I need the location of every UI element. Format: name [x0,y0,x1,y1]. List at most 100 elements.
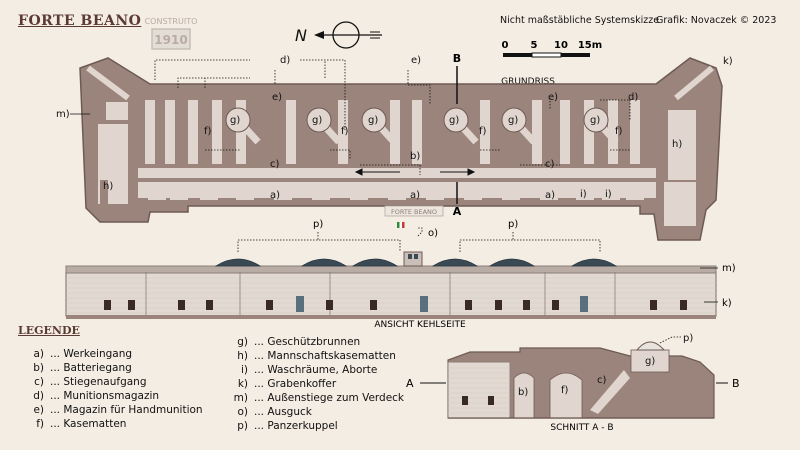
plan-cell [608,100,618,164]
legend-text: ... Waschräume, Aborte [254,364,378,376]
armored-dome [570,258,618,267]
legend-key: k) [237,378,248,390]
legend-item: f)... Kasematten [18,418,126,430]
plan-cell-rear [148,184,166,200]
label-g-1: g) [230,115,240,126]
armored-dome [214,258,262,267]
legend-key: o) [237,406,248,418]
scale-tick-15: 15m [578,40,602,51]
plaque-frame [151,28,191,50]
elevation-window [495,300,502,310]
scale-seg-3 [561,53,590,57]
compass-north-arrow: N [295,21,382,49]
plan-cell-rear [426,184,444,200]
plan-cell [212,100,222,164]
legend-item: a)... Werkeingang [18,348,132,360]
corridor-arrows [354,168,476,176]
legend-item: p)... Panzerkuppel [222,420,338,432]
legend-text: ... Panzerkuppel [254,420,338,432]
arrow-left-head [354,168,363,176]
scale-bar: 0 5 10 15m [502,40,602,58]
label-g-2: g) [312,115,322,126]
plan-cell-rear [602,184,620,200]
sign-board [384,205,444,217]
scale-seg-1 [503,53,532,57]
elevation-title: ANSICHT KEHLSEITE [374,320,466,330]
gun-well [225,107,251,133]
gun-well [501,107,527,133]
plan-cell [480,100,490,164]
plan-cell-rear [312,184,330,200]
section-label-right: B [732,377,740,390]
elevation-window [523,300,530,310]
elevation-window [128,300,135,310]
sign-text: FORTE BEANO [391,208,437,216]
section-callouts: b) f) c) g) p) [518,333,693,398]
lookout-window-2 [414,254,418,259]
stair-c-section [590,370,630,414]
plaque-year: 1910 [154,33,187,47]
plan-cell-rear [274,184,292,200]
label-h-left: h) [103,181,113,192]
elevation-parapet [65,265,717,274]
scale-tick-5: 5 [531,40,538,51]
leader-p-right [459,239,601,252]
legend-text: ... Ausguck [254,406,312,418]
section-facade [447,361,511,419]
sec-label-c: c) [597,375,606,386]
flag-green [397,222,400,228]
compass-circle [332,21,360,49]
label-c-right: c) [545,159,554,170]
section-marker-bottom: A [453,205,462,218]
armored-dome [300,258,348,267]
plan-cell [560,100,570,164]
elevation-window [178,300,185,310]
room-b-section [513,372,535,419]
plan-cell-rear [236,184,254,200]
fort-sign: FORTE BEANO [384,205,444,217]
label-g-5: g) [508,115,518,126]
room-left-upper [106,102,128,120]
leader-d [154,59,346,130]
label-h-right: h) [672,139,682,150]
lookout-window-1 [408,254,412,259]
leader-lines [154,59,631,175]
plan-cell [338,100,348,164]
label-a-right: a) [545,190,555,201]
legend-item: d)... Munitionsmagazin [18,390,159,402]
leader-c [360,164,560,175]
label-i-2: i) [605,189,612,200]
legend-item: i)... Waschräume, Aborte [222,364,377,376]
legend-key: c) [34,376,44,388]
sec-label-f: f) [561,385,569,396]
dome-section [635,341,666,351]
legend-text: ... Mannschaftskasematten [254,350,396,362]
label-g-4: g) [449,115,459,126]
scale-note: Nicht maßstäbliche Systemskizze [500,15,660,26]
label-e-right: e) [548,92,558,103]
plan-cell [390,100,400,164]
gun-well [583,107,609,133]
elevation-domes [214,258,618,267]
scale-tick-0: 0 [502,40,509,51]
lookout-tower [403,251,423,267]
gun-well [361,107,387,133]
legend-key: b) [33,362,44,374]
label-e-left: e) [272,92,282,103]
north-letter: N [295,26,307,45]
label-c-left: c) [270,159,279,170]
plan-cell-rear [388,184,406,200]
room-right-lower [664,182,696,226]
leader-o [417,227,423,237]
armored-dome [351,258,399,267]
plan-cell-rear [170,184,188,200]
sec-label-p: p) [683,333,693,344]
label-a-center: a) [410,190,420,201]
leader-p-section [659,336,682,344]
elevation-window [206,300,213,310]
plan-cell-rear [200,184,218,200]
flag-italy [397,222,405,228]
label-f-1: f) [204,126,212,137]
elevation-windows [104,296,687,312]
legend-item: m)... Außenstiege zum Verdeck [222,392,404,404]
